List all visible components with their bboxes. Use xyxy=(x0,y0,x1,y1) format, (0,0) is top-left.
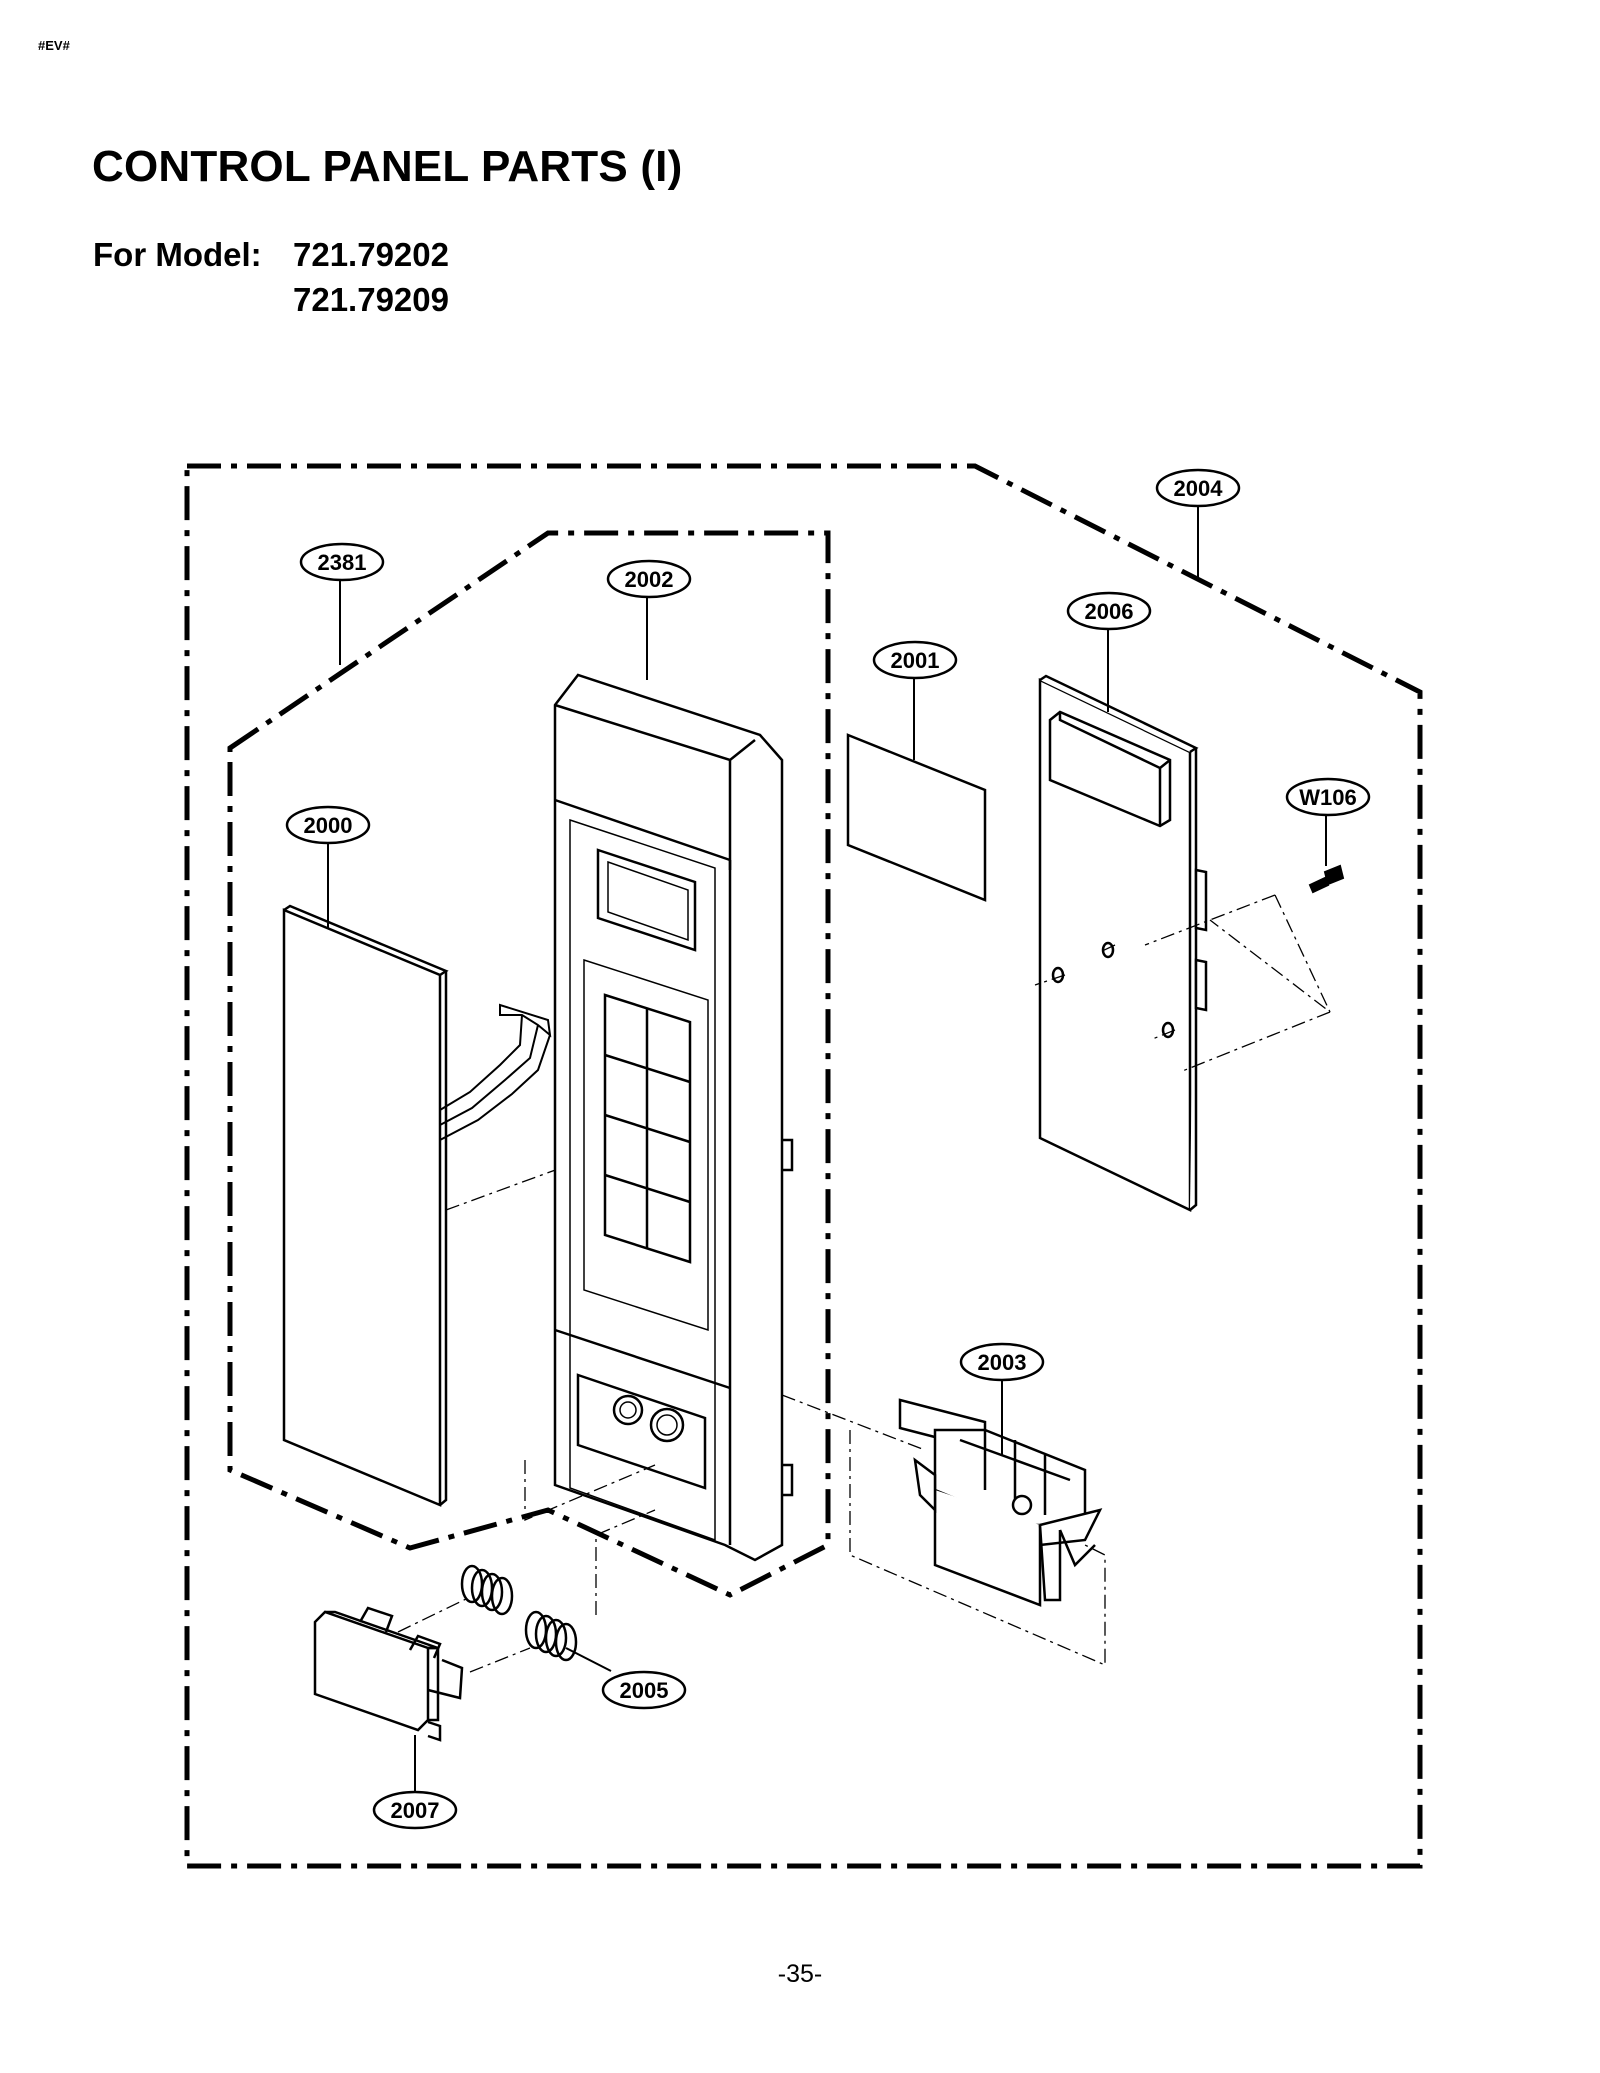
model-number-2: 721.79209 xyxy=(293,281,449,318)
outer-assembly-boundary xyxy=(184,463,1423,1869)
callout-w106: W106 xyxy=(1285,777,1371,817)
screw-part-w106 xyxy=(1308,864,1345,894)
model-label: For Model: xyxy=(93,236,262,273)
callout-2001: 2001 xyxy=(872,640,958,680)
inner-assembly-boundary xyxy=(227,530,831,1598)
svg-text:2002: 2002 xyxy=(625,567,674,592)
pcb-board-part xyxy=(1038,674,1208,1212)
callout-2381: 2381 xyxy=(299,542,385,582)
callout-2007: 2007 xyxy=(372,1790,458,1830)
model-number-1: 721.79202 xyxy=(293,236,449,273)
svg-text:2000: 2000 xyxy=(304,813,353,838)
svg-text:2006: 2006 xyxy=(1085,599,1134,624)
svg-text:2381: 2381 xyxy=(318,550,367,575)
callout-2000: 2000 xyxy=(285,805,371,845)
svg-text:2004: 2004 xyxy=(1174,476,1224,501)
page-number: -35- xyxy=(777,1960,823,1988)
document-tag: #EV# xyxy=(38,38,70,53)
svg-text:2001: 2001 xyxy=(891,648,940,673)
callout-2005: 2005 xyxy=(601,1670,687,1710)
leader-lines xyxy=(327,503,1327,1793)
door-button-part xyxy=(313,1606,464,1742)
callout-2006: 2006 xyxy=(1066,591,1152,631)
membrane-sheet-part xyxy=(282,904,552,1507)
svg-text:2005: 2005 xyxy=(620,1678,669,1703)
svg-text:2007: 2007 xyxy=(391,1798,440,1823)
page-title: CONTROL PANEL PARTS (I) xyxy=(92,142,683,191)
spring-parts xyxy=(460,1564,578,1662)
svg-text:2003: 2003 xyxy=(978,1350,1027,1375)
callout-2003: 2003 xyxy=(959,1342,1045,1382)
callout-2004: 2004 xyxy=(1155,468,1241,508)
window-sheet-part xyxy=(846,733,987,902)
svg-text:W106: W106 xyxy=(1299,785,1356,810)
control-panel-frame-part xyxy=(553,673,794,1562)
callout-2002: 2002 xyxy=(606,559,692,599)
latch-lever-part xyxy=(898,1398,1103,1607)
